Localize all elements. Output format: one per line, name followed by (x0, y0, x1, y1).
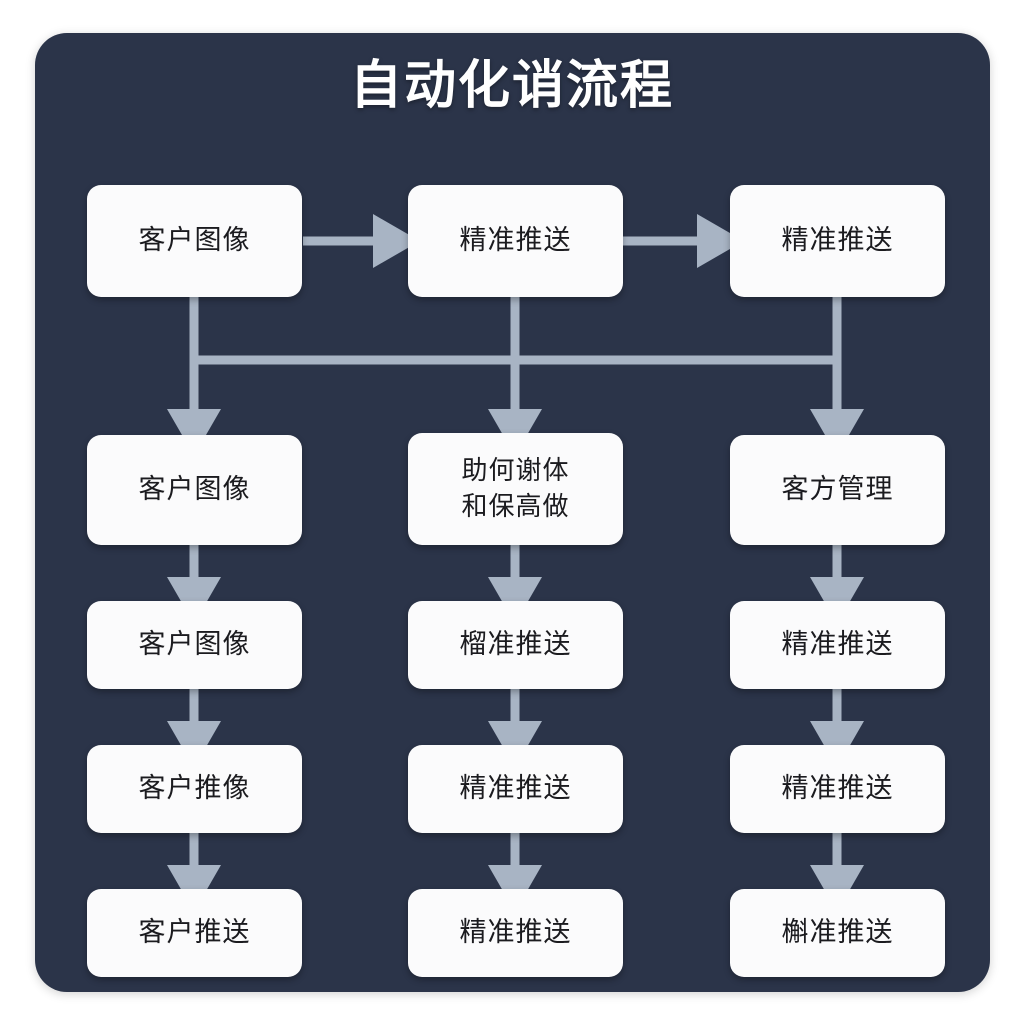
node-r4c2-label: 精准推送 (459, 773, 572, 805)
node-r3c2-label: 榴准推送 (459, 629, 572, 661)
node-r2c3-label: 客方管理 (781, 474, 894, 506)
node-r1c3-label: 精准推送 (781, 225, 894, 257)
node-r1c1-label: 客户图像 (138, 225, 251, 257)
node-r1c2-label: 精准推送 (459, 225, 572, 257)
node-r2c2[interactable]: 助何谢体 和保高做 (408, 433, 623, 545)
node-r4c1-label: 客户推像 (138, 773, 251, 805)
node-r3c1-label: 客户图像 (138, 629, 251, 661)
node-r2c3[interactable]: 客方管理 (730, 435, 945, 545)
node-r2c1-label: 客户图像 (138, 474, 251, 506)
node-r4c1[interactable]: 客户推像 (87, 745, 302, 833)
node-r2c1[interactable]: 客户图像 (87, 435, 302, 545)
node-r4c3-label: 精准推送 (781, 773, 894, 805)
node-r3c3[interactable]: 精准推送 (730, 601, 945, 689)
node-r1c2[interactable]: 精准推送 (408, 185, 623, 297)
node-r3c1[interactable]: 客户图像 (87, 601, 302, 689)
node-r4c3[interactable]: 精准推送 (730, 745, 945, 833)
node-r1c3[interactable]: 精准推送 (730, 185, 945, 297)
node-r5c2[interactable]: 精准推送 (408, 889, 623, 977)
node-r1c1[interactable]: 客户图像 (87, 185, 302, 297)
node-r3c2[interactable]: 榴准推送 (408, 601, 623, 689)
node-r5c3[interactable]: 槲准推送 (730, 889, 945, 977)
node-r5c2-label: 精准推送 (459, 917, 572, 949)
node-r5c3-label: 槲准推送 (781, 917, 894, 949)
node-r4c2[interactable]: 精准推送 (408, 745, 623, 833)
node-r5c1[interactable]: 客户推送 (87, 889, 302, 977)
node-r5c1-label: 客户推送 (138, 917, 251, 949)
node-r3c3-label: 精准推送 (781, 629, 894, 661)
node-r2c2-label: 助何谢体 和保高做 (461, 455, 570, 522)
page-title: 自动化诮流程 (349, 56, 674, 116)
